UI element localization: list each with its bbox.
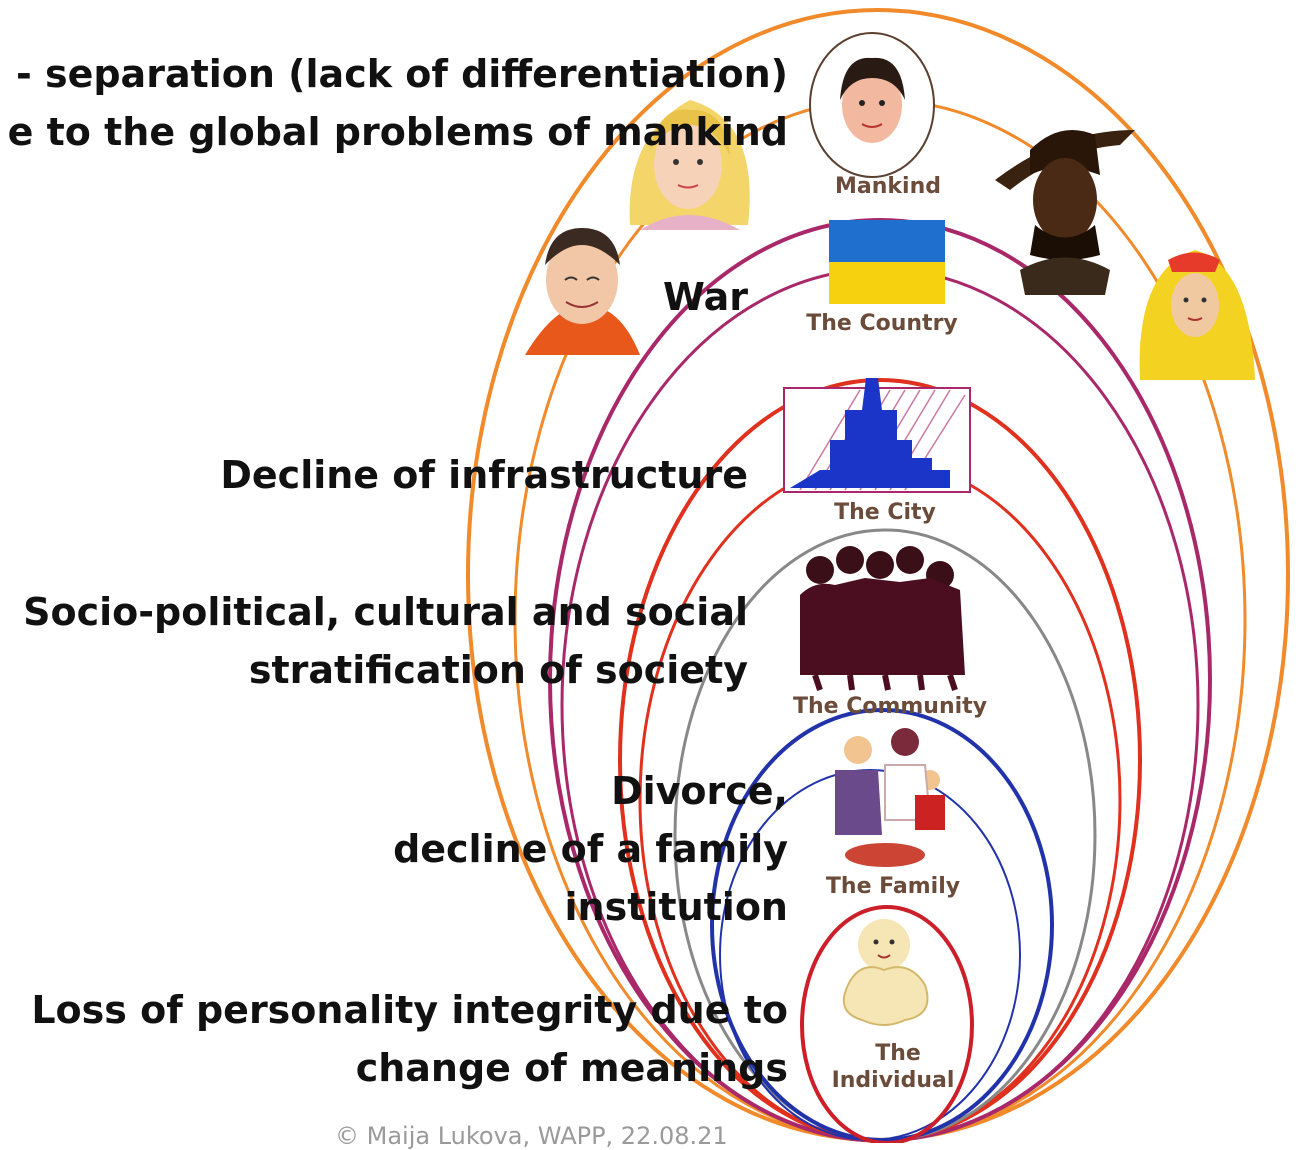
man-with-hat-icon bbox=[995, 130, 1135, 295]
caption-mankind-line1: - separation (lack of differentiation) bbox=[15, 52, 788, 96]
blonde-woman-icon bbox=[629, 100, 750, 230]
copyright-footer: © Maija Lukova, WAPP, 22.08.21 bbox=[335, 1122, 728, 1150]
caption-individual-line2: change of meanings bbox=[355, 1046, 788, 1090]
city-skyline-icon bbox=[783, 378, 971, 493]
caption-family-line3: institution bbox=[564, 885, 788, 929]
caption-community: Socio-political, cultural and social str… bbox=[23, 583, 748, 699]
caption-family-line2: decline of a family bbox=[393, 827, 788, 871]
caption-city-text: Decline of infrastructure bbox=[220, 453, 748, 497]
baby-icon bbox=[842, 919, 929, 1026]
ring-label-city: The City bbox=[834, 500, 936, 525]
caption-mankind: - separation (lack of differentiation) e… bbox=[8, 45, 788, 161]
ring-individual bbox=[800, 905, 974, 1143]
caption-country: War bbox=[663, 268, 748, 326]
ring-label-mankind: Mankind bbox=[835, 174, 941, 199]
caption-country-text: War bbox=[663, 275, 748, 319]
ring-label-country: The Country bbox=[806, 311, 958, 336]
ring-label-community: The Community bbox=[793, 694, 987, 719]
caption-city: Decline of infrastructure bbox=[220, 446, 748, 504]
caption-individual-line1: Loss of personality integrity due to bbox=[31, 988, 788, 1032]
caption-family: Divorce, decline of a family institution bbox=[393, 762, 788, 936]
caption-mankind-line2: e to the global problems of mankind bbox=[7, 110, 788, 154]
caption-individual: Loss of personality integrity due to cha… bbox=[31, 981, 788, 1097]
ring-label-family: The Family bbox=[826, 874, 960, 899]
country-flag-icon bbox=[829, 220, 945, 304]
family-group-icon bbox=[835, 728, 945, 867]
caption-community-line2: stratification of society bbox=[248, 648, 748, 692]
community-group-icon bbox=[800, 546, 965, 691]
elderly-person-icon bbox=[525, 228, 640, 355]
mankind-face-icon bbox=[809, 32, 935, 178]
ring-label-individual-1: The bbox=[875, 1041, 921, 1066]
hooded-person-icon bbox=[1139, 250, 1255, 380]
caption-family-line1: Divorce, bbox=[611, 769, 788, 813]
ring-label-individual-2: Individual bbox=[832, 1068, 955, 1093]
caption-community-line1: Socio-political, cultural and social bbox=[23, 590, 748, 634]
